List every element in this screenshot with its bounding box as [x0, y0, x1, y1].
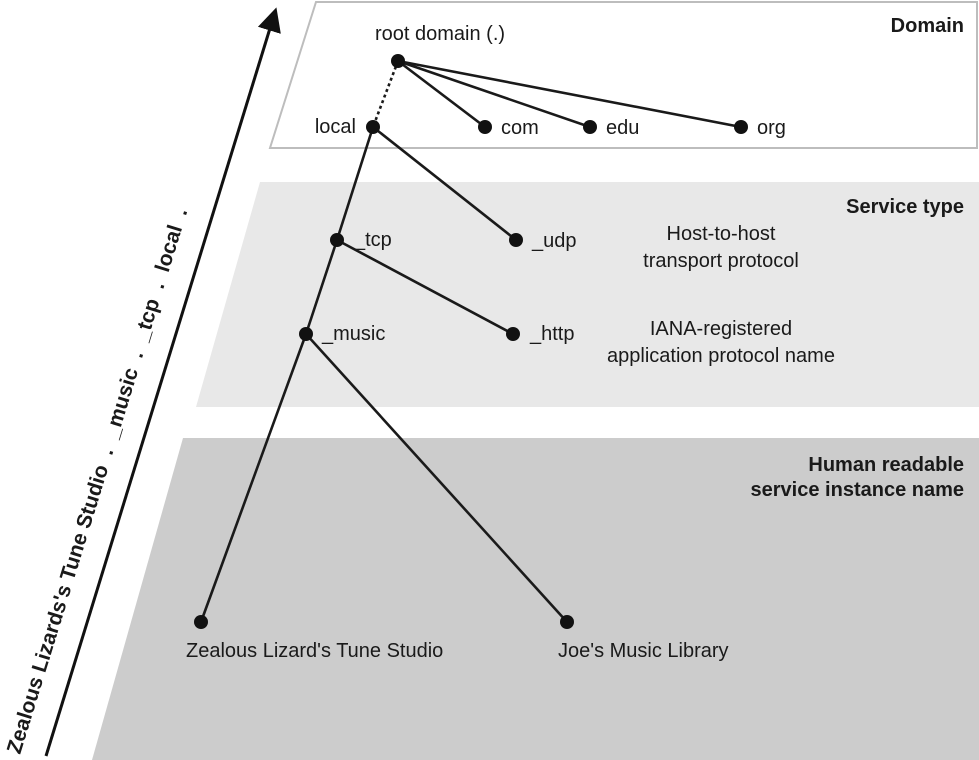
edge-root-com: [397, 59, 486, 129]
domain-band: [268, 1, 978, 149]
node-udp: [509, 233, 523, 247]
edge-root-edu: [397, 59, 591, 129]
node-http: [506, 327, 520, 341]
domain-band-title: Domain: [891, 15, 964, 37]
instance-band-title-line2: service instance name: [751, 479, 964, 501]
label-com: com: [501, 117, 539, 139]
label-joes: Joe's Music Library: [558, 640, 729, 662]
label-root: root domain (.): [375, 23, 505, 45]
node-joes: [560, 615, 574, 629]
node-music: [299, 327, 313, 341]
service-type-band: [196, 182, 979, 407]
edge-local-tcp: [335, 126, 375, 241]
label-local: local: [315, 116, 356, 138]
annotation-app-line1: IANA-registered: [650, 318, 792, 340]
instance-band-title-line1: Human readable: [808, 454, 964, 476]
label-http: _http: [529, 323, 574, 345]
node-root: [391, 54, 405, 68]
label-zealous: Zealous Lizard's Tune Studio: [186, 640, 443, 662]
label-udp: _udp: [531, 230, 577, 252]
edge-tcp-music: [304, 239, 339, 335]
node-zealous: [194, 615, 208, 629]
edge-root-org: [397, 59, 742, 129]
edge-local-udp: [372, 125, 517, 242]
full-name-arrow: [44, 7, 281, 757]
node-tcp: [330, 233, 344, 247]
edge-music-zealous: [199, 333, 308, 623]
annotation-transport-line2: transport protocol: [643, 250, 799, 272]
node-local: [366, 120, 380, 134]
label-org: org: [757, 117, 786, 139]
label-edu: edu: [606, 117, 639, 139]
service-type-band-title: Service type: [846, 196, 964, 218]
edge-tcp-http: [336, 238, 514, 336]
node-edu: [583, 120, 597, 134]
edge-music-joes: [305, 333, 568, 623]
label-music: _music: [321, 323, 385, 345]
label-tcp: _tcp: [353, 229, 392, 251]
annotation-app-line2: application protocol name: [607, 345, 835, 367]
node-com: [478, 120, 492, 134]
annotation-transport-line1: Host-to-host: [667, 223, 776, 245]
node-org: [734, 120, 748, 134]
instance-band: [92, 438, 979, 760]
